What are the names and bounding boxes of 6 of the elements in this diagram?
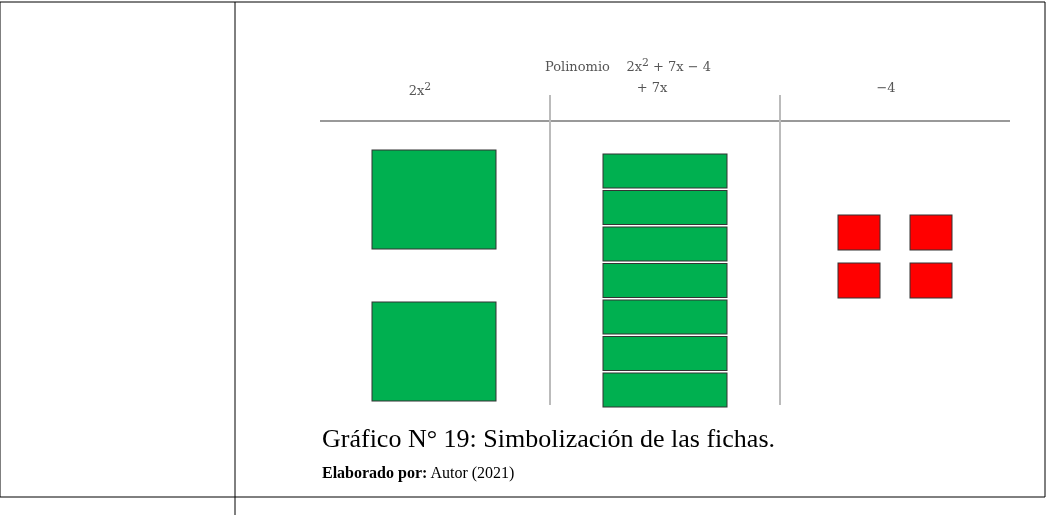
column-heading: 2x$^{2}$ xyxy=(408,80,432,99)
polynomial-title: Polinomio 2x$^{2}$ + 7x − 4 xyxy=(545,56,712,75)
author-note: Elaborado por: Autor (2021) xyxy=(322,464,515,482)
column-heading: −4 xyxy=(876,80,896,95)
figure-caption: Gráfico N° 19: Simbolización de las fichas. xyxy=(322,424,775,454)
column-heading: + 7x xyxy=(636,80,668,95)
